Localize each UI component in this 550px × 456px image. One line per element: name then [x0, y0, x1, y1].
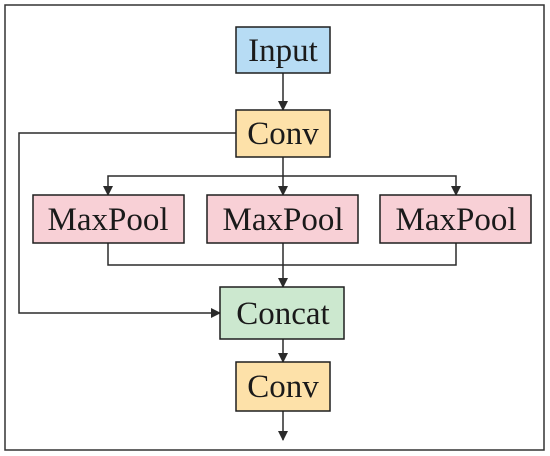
node-input-box: [235, 26, 331, 74]
edge-conv-maxpool-right: [283, 175, 461, 196]
edges: [18, 73, 461, 441]
node-maxpool-1-box: [32, 194, 185, 244]
node-conv-2-box: [235, 361, 331, 412]
node-input: Input: [235, 26, 331, 74]
edge-maxpool-left-merge: [107, 243, 457, 266]
node-maxpool-1-label: MaxPool: [47, 202, 168, 238]
node-conv-2: Conv: [235, 361, 331, 412]
node-conv-1-box: [235, 109, 331, 158]
node-maxpool-2-box: [206, 194, 359, 244]
diagram-frame: [4, 4, 545, 451]
node-conv-1-label: Conv: [247, 116, 319, 152]
node-conv-2-label: Conv: [247, 369, 319, 405]
node-maxpool-3-label: MaxPool: [395, 202, 516, 238]
node-concat-box: [219, 286, 345, 340]
edge-conv-maxpool-left: [103, 175, 283, 196]
node-maxpool-2: MaxPool: [206, 194, 359, 244]
node-conv-1: Conv: [235, 109, 331, 158]
node-maxpool-3-box: [379, 194, 532, 244]
node-maxpool-1: MaxPool: [32, 194, 185, 244]
node-maxpool-2-label: MaxPool: [222, 202, 343, 238]
edge-conv-concat-skip: [18, 132, 236, 318]
node-maxpool-3: MaxPool: [379, 194, 532, 244]
node-concat-label: Concat: [236, 296, 329, 332]
node-input-label: Input: [248, 33, 318, 69]
node-concat: Concat: [219, 286, 345, 340]
